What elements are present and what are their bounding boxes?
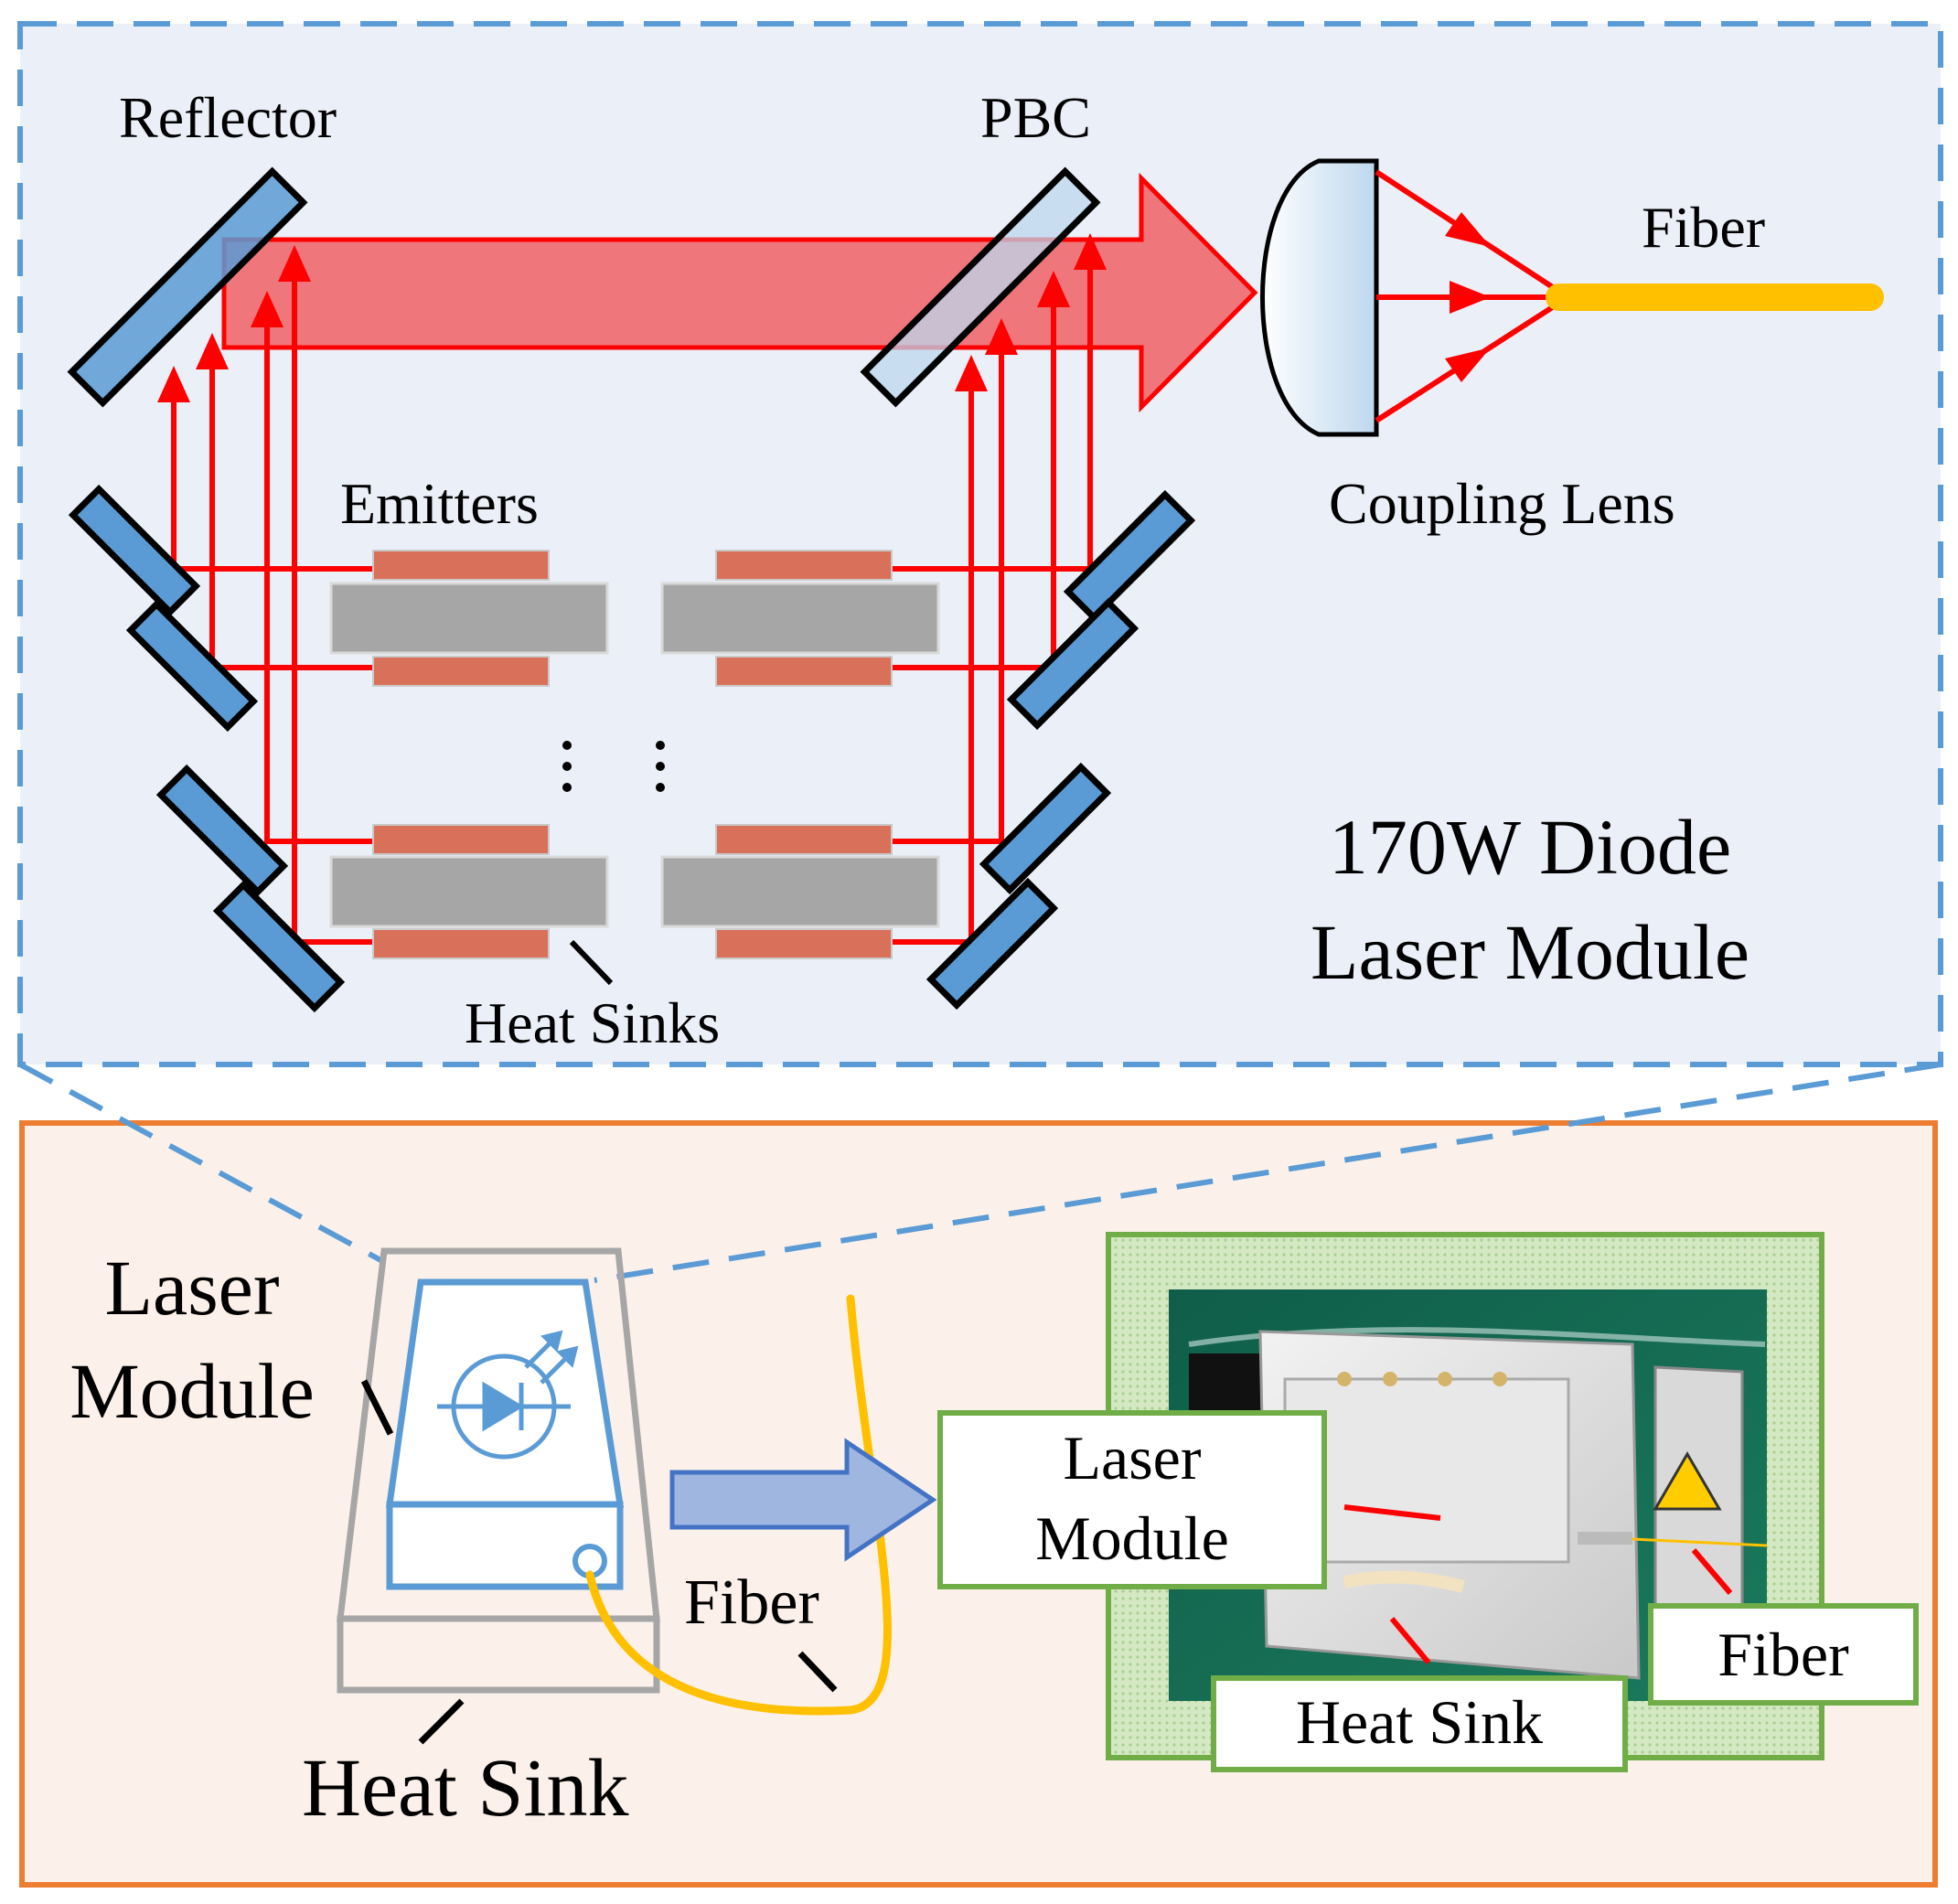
fiber-label-bottom: Fiber bbox=[684, 1567, 819, 1638]
laser-module-label-line2: Module bbox=[70, 1347, 315, 1435]
heat-sink-base bbox=[337, 1615, 660, 1694]
photo-heat-sink-box bbox=[1211, 1675, 1628, 1772]
photo-fiber-label: Fiber bbox=[1717, 1620, 1849, 1689]
pbc-label: PBC bbox=[980, 85, 1091, 150]
bottom-panel: Laser Module Fiber Heat Sink Laser Modul… bbox=[18, 1062, 1942, 1888]
heat-sinks-label: Heat Sinks bbox=[465, 990, 720, 1055]
continuation-dots bbox=[562, 741, 665, 792]
coupling-lens bbox=[1260, 158, 1379, 437]
emitter-group-lower-right bbox=[660, 824, 940, 959]
pbc-element bbox=[860, 166, 1101, 408]
photo-laser-module-box bbox=[937, 1410, 1327, 1589]
zoom-line-right bbox=[594, 1062, 1942, 1283]
fiber-label-top: Fiber bbox=[1642, 195, 1765, 260]
emitters-label: Emitters bbox=[340, 471, 539, 536]
photo-heat-sink-marker bbox=[1389, 1617, 1431, 1664]
module-title-line1: 170W Diode bbox=[1329, 803, 1731, 891]
laser-module-leader-line bbox=[360, 1379, 394, 1436]
laser-module-label-line1: Laser bbox=[105, 1244, 280, 1332]
photo-fiber-box bbox=[1648, 1603, 1919, 1706]
to-photo-arrow bbox=[669, 1438, 937, 1562]
left-turning-mirrors bbox=[68, 484, 346, 1013]
laser-diode-icon bbox=[437, 1330, 579, 1460]
right-turning-mirrors bbox=[926, 489, 1196, 1011]
combined-beam-arrow bbox=[221, 172, 1258, 413]
fiber-leader-line bbox=[797, 1651, 838, 1693]
heat-sink-leader-line bbox=[418, 1698, 465, 1745]
photo-laser-module-label-line2: Module bbox=[1035, 1503, 1229, 1573]
emitter-group-upper-left bbox=[329, 550, 609, 687]
left-beam-arrowheads bbox=[157, 245, 311, 402]
coupling-lens-label: Coupling Lens bbox=[1329, 471, 1675, 536]
lens-ray-arrowheads bbox=[1445, 212, 1491, 382]
photo-heat-sink-label: Heat Sink bbox=[1296, 1687, 1543, 1757]
reflector-label: Reflector bbox=[119, 85, 337, 150]
emitter-group-upper-right bbox=[660, 550, 940, 687]
reflector-mirror bbox=[67, 166, 308, 408]
photo-laser-module-marker bbox=[1343, 1504, 1441, 1521]
right-beam-arrowheads bbox=[955, 233, 1107, 391]
heat-sink-label-bottom: Heat Sink bbox=[302, 1743, 628, 1834]
zoom-line-left bbox=[18, 1062, 386, 1265]
heat-sinks-leader-line bbox=[569, 939, 614, 986]
module-title-line2: Laser Module bbox=[1311, 908, 1749, 996]
emitter-group-lower-left bbox=[329, 824, 609, 959]
top-panel: Reflector PBC Fiber Coupling Lens Emitte… bbox=[17, 21, 1943, 1067]
photo-laser-module-label-line1: Laser bbox=[1063, 1423, 1201, 1492]
photo-fiber-marker bbox=[1691, 1548, 1733, 1595]
laser-module-top bbox=[385, 1278, 625, 1508]
